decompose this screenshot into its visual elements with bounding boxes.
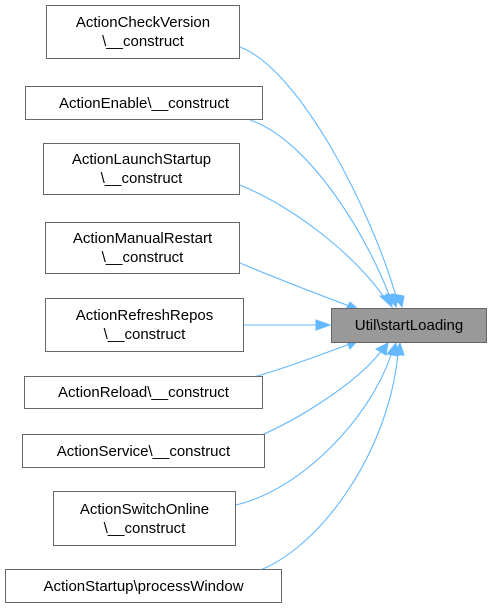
edge-action-startup-process-window bbox=[254, 341, 405, 573]
edge-action-reload bbox=[249, 338, 360, 379]
edge-action-service bbox=[249, 342, 389, 441]
node-action-reload[interactable]: ActionReload\__construct bbox=[24, 376, 263, 409]
node-action-manual-restart[interactable]: ActionManualRestart \__construct bbox=[45, 222, 240, 274]
node-action-launch-startup[interactable]: ActionLaunchStartup \__construct bbox=[43, 143, 240, 195]
node-label-line-1: ActionSwitchOnline bbox=[79, 500, 210, 518]
node-label-line-2: \__construct bbox=[103, 519, 186, 537]
edge-action-refresh-repos bbox=[244, 319, 332, 331]
node-label-line-1: ActionService\__construct bbox=[56, 442, 231, 460]
edge-action-launch-startup bbox=[239, 184, 393, 309]
node-label-line-1: ActionManualRestart bbox=[72, 230, 213, 247]
edge-action-enable bbox=[249, 119, 399, 309]
node-action-check-version[interactable]: ActionCheckVersion \__construct bbox=[46, 5, 240, 59]
node-action-enable[interactable]: ActionEnable\__construct bbox=[25, 86, 263, 120]
node-label-line-2: \__construct bbox=[101, 249, 184, 266]
node-label-line-2: \__construct bbox=[103, 326, 186, 343]
node-label-line-1: ActionCheckVersion bbox=[75, 14, 211, 31]
node-label-line-1: ActionLaunchStartup bbox=[71, 151, 212, 168]
node-label-line-1: ActionReload\__construct bbox=[58, 384, 229, 401]
node-action-switch-online[interactable]: ActionSwitchOnline \__construct bbox=[53, 491, 236, 546]
node-label-line-1: ActionEnable\__construct bbox=[58, 94, 230, 112]
edge-action-manual-restart bbox=[239, 262, 362, 312]
node-util-start-loading[interactable]: Util\startLoading bbox=[331, 308, 487, 343]
node-label-line-1: ActionRefreshRepos bbox=[75, 307, 214, 324]
node-label-line-2: \__construct bbox=[100, 170, 183, 187]
node-label-line-2: \__construct bbox=[102, 33, 184, 50]
node-label-line-1: ActionStartup\processWindow bbox=[43, 577, 244, 595]
edge-action-switch-online bbox=[235, 341, 399, 506]
node-action-startup-process-window[interactable]: ActionStartup\processWindow bbox=[5, 569, 282, 603]
node-action-refresh-repos[interactable]: ActionRefreshRepos \__construct bbox=[45, 298, 244, 352]
target-node-label: Util\startLoading bbox=[354, 317, 464, 334]
node-action-service[interactable]: ActionService\__construct bbox=[22, 434, 265, 468]
